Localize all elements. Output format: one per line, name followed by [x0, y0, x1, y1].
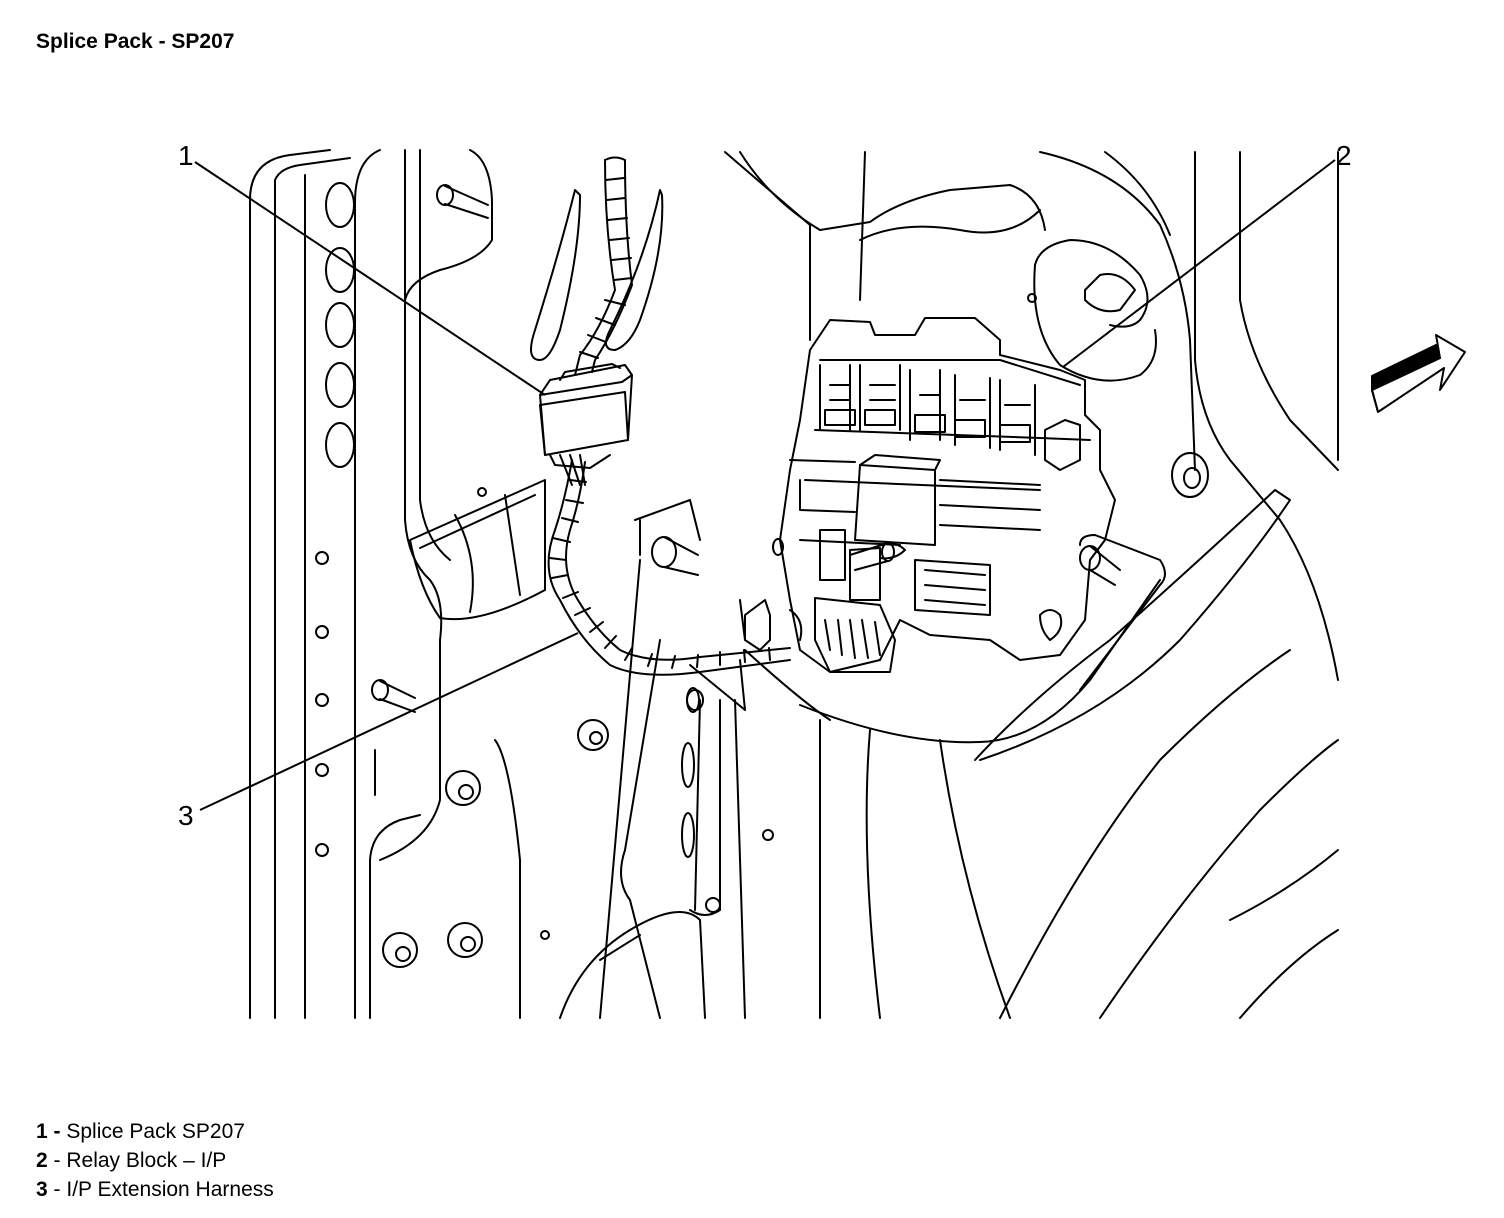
extension-harness	[547, 156, 791, 676]
legend: 1 - Splice Pack SP207 2 - Relay Block – …	[36, 1117, 274, 1204]
callout-2: 2	[1336, 140, 1352, 171]
legend-number: 3	[36, 1178, 48, 1201]
dash-panel-structure	[724, 151, 1339, 1019]
callout-1: 1	[178, 140, 194, 171]
splice-pack	[539, 363, 633, 469]
door-pillar	[249, 149, 609, 1019]
legend-separator: -	[47, 1149, 67, 1172]
relay-block	[739, 317, 1116, 673]
page-title: Splice Pack - SP207	[36, 30, 235, 53]
legend-text: Relay Block – I/P	[66, 1149, 227, 1172]
forward-arrow-icon	[1371, 334, 1466, 413]
legend-text: I/P Extension Harness	[66, 1178, 274, 1201]
body-panel-opening	[409, 479, 546, 621]
legend-text: Splice Pack SP207	[66, 1120, 245, 1143]
harness-trough	[530, 189, 664, 361]
legend-item: 2 - Relay Block – I/P	[36, 1146, 274, 1175]
leader-line-2	[1062, 159, 1336, 368]
legend-item: 3 - I/P Extension Harness	[36, 1175, 274, 1204]
relay-block-bracket	[634, 499, 1166, 711]
legend-number: 1	[36, 1120, 48, 1143]
legend-separator: -	[47, 1120, 67, 1143]
callout-3: 3	[178, 800, 194, 831]
leader-line-3	[199, 632, 579, 811]
center-pillar	[559, 559, 774, 1019]
leader-line-1	[194, 161, 546, 396]
legend-item: 1 - Splice Pack SP207	[36, 1117, 274, 1146]
legend-number: 2	[36, 1149, 48, 1172]
legend-separator: -	[47, 1178, 67, 1201]
